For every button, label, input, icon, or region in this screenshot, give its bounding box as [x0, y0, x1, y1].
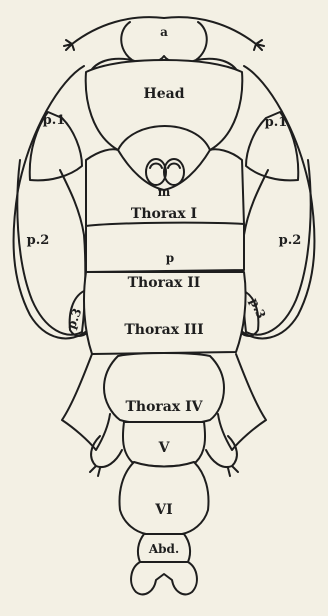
caudal-furca: [131, 562, 197, 594]
label-thorax-3: Thorax III: [124, 322, 203, 338]
label-thorax-1: Thorax I: [131, 206, 197, 222]
head-segment: [86, 60, 243, 150]
leg-p4-left: [62, 354, 110, 450]
label-segment-5: V: [158, 440, 171, 456]
label-m: m: [158, 185, 171, 199]
label-p3-right: p.3: [247, 296, 269, 321]
label-p2-left: p.2: [27, 233, 50, 248]
leg-p4-right: [218, 354, 266, 450]
leg-p5-left: [90, 436, 122, 476]
label-segment-6: VI: [154, 502, 172, 518]
leg-p5-right: [206, 436, 238, 476]
label-p1-left: p.1: [43, 113, 66, 128]
antenna-right: [164, 17, 264, 50]
segment-6: [120, 462, 209, 534]
label-thorax-2: Thorax II: [128, 275, 201, 291]
antenna-left: [64, 17, 164, 50]
label-p2-right: p.2: [279, 233, 302, 248]
label-p1-right: p.1: [265, 115, 288, 130]
label-abdomen: Abd.: [148, 542, 179, 556]
label-thorax-4: Thorax IV: [125, 399, 203, 415]
label-p3-left: p.3: [64, 306, 84, 330]
label-p: p: [166, 251, 174, 265]
label-a: a: [160, 25, 168, 39]
label-head: Head: [144, 86, 185, 102]
